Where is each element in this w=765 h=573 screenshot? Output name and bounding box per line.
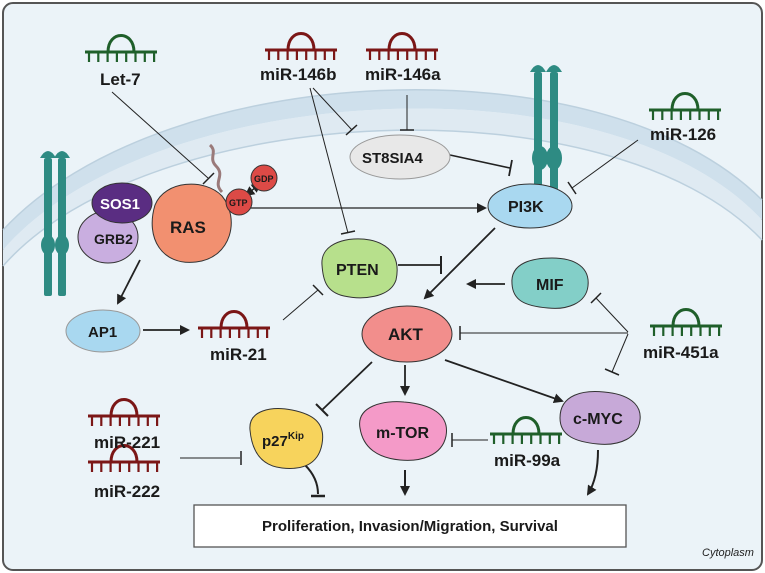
receptor-left (40, 151, 70, 296)
ap1-label: AP1 (88, 324, 117, 341)
node-p27[interactable]: p27Kip (249, 408, 324, 469)
mtor-label: m-TOR (376, 425, 429, 442)
mir126-hairpin-icon (649, 92, 721, 120)
mir222-hairpin-icon (88, 444, 160, 472)
node-akt[interactable]: AKT (361, 305, 453, 363)
mir-126-label: miR-126 (650, 125, 716, 144)
mir-99a-label: miR-99a (494, 451, 561, 470)
mir-451a-label: miR-451a (643, 343, 719, 362)
node-cmyc[interactable]: c-MYC (559, 391, 641, 445)
node-mif[interactable]: MIF (511, 257, 589, 309)
edge-ras-ap1 (117, 259, 141, 305)
grb2-label: GRB2 (94, 231, 133, 247)
node-ras[interactable]: RAS (151, 183, 232, 263)
node-sos1[interactable]: SOS1 (91, 182, 153, 224)
outcome-label: Proliferation, Invasion/Migration, Survi… (262, 518, 558, 535)
inhibition-edges (111, 87, 639, 498)
pten-label: PTEN (336, 262, 379, 279)
mir-146b-label: miR-146b (260, 65, 337, 84)
node-ap1[interactable]: AP1 (65, 309, 141, 353)
pi3k-label: PI3K (508, 199, 544, 216)
p27-label: p27Kip (262, 431, 304, 450)
mir-222-label: miR-222 (94, 482, 160, 501)
mir-21-label: miR-21 (210, 345, 267, 364)
node-st8sia4[interactable]: ST8SIA4 (349, 134, 451, 180)
compartment-label: Cytoplasm (702, 547, 754, 559)
mir21-hairpin-icon (198, 310, 270, 338)
node-mtor[interactable]: m-TOR (359, 401, 447, 461)
mir146b-hairpin-icon (265, 32, 337, 60)
edge-akt-cmyc (444, 359, 564, 404)
ras-lipid-tail (208, 143, 224, 194)
mir146a-hairpin-icon (366, 32, 438, 60)
gdp-label: GDP (254, 174, 274, 184)
node-gtp[interactable]: GTP (225, 188, 253, 216)
mirna-layer (85, 32, 722, 472)
node-pten[interactable]: PTEN (321, 238, 398, 299)
cmyc-label: c-MYC (573, 411, 623, 428)
mif-label: MIF (536, 277, 564, 294)
node-gdp[interactable]: GDP (250, 164, 278, 192)
activation-edges (117, 182, 599, 496)
ras-label: RAS (170, 218, 206, 237)
outcome-box: Proliferation, Invasion/Migration, Survi… (193, 504, 627, 548)
mir99a-hairpin-icon (490, 416, 562, 444)
gtp-label: GTP (229, 198, 248, 208)
sos1-label: SOS1 (100, 196, 140, 213)
mir221-hairpin-icon (88, 398, 160, 426)
receptor-right (530, 65, 562, 190)
node-pi3k[interactable]: PI3K (487, 183, 573, 229)
mir-let7-label: Let-7 (100, 70, 141, 89)
akt-label: AKT (388, 325, 424, 344)
st8sia4-label: ST8SIA4 (362, 150, 424, 167)
mir-221-label: miR-221 (94, 433, 160, 452)
edge-cmyc-outcome (586, 449, 599, 496)
cell-membrane (2, 89, 763, 267)
edge-pi3k-akt (423, 227, 496, 300)
let7-hairpin-icon (85, 34, 157, 62)
mir451a-hairpin-icon (650, 308, 722, 336)
mir-146a-label: miR-146a (365, 65, 441, 84)
